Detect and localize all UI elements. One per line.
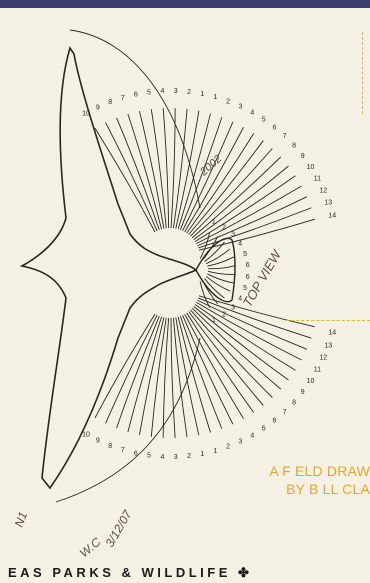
feather-number: 6	[246, 262, 250, 269]
feather-line	[117, 316, 160, 428]
feather-number: 6	[134, 92, 138, 99]
feather-number: 2	[226, 444, 230, 451]
feather-line	[151, 318, 166, 437]
feather-line	[151, 109, 166, 228]
feather-line	[128, 317, 162, 432]
feather-line	[187, 134, 254, 234]
feather-number: 4	[160, 88, 164, 95]
feather-line	[95, 128, 155, 232]
feather-line	[208, 271, 236, 274]
feather-number: 9	[96, 438, 100, 445]
feather-line	[163, 108, 168, 228]
feather-number: 8	[292, 143, 296, 150]
feather-number: 5	[147, 89, 151, 96]
feather-number: 1	[200, 451, 204, 458]
feather-number: 1	[212, 219, 216, 226]
tail-outline	[196, 238, 235, 301]
feather-number: 7	[283, 133, 287, 140]
feather-number: 2	[226, 98, 230, 105]
feather-number: 6	[246, 274, 250, 281]
feather-number: 4	[160, 454, 164, 461]
feather-number: 14	[328, 213, 336, 220]
lower-guide-curve	[56, 338, 200, 502]
feather-line	[195, 304, 295, 370]
feather-line	[106, 315, 158, 423]
publication-footer: EAS PARKS & WILDLIFE ✤	[0, 563, 370, 583]
feather-number: 7	[283, 409, 287, 416]
feather-number: 4	[250, 110, 254, 117]
feather-number: 10	[307, 164, 315, 171]
feather-line	[208, 266, 236, 269]
feather-number: 6	[273, 125, 277, 132]
caption-line-2: BY B LL CLA	[230, 480, 370, 498]
feather-number: 9	[301, 389, 305, 396]
feather-line	[171, 108, 175, 228]
feather-line	[199, 219, 315, 250]
feather-number: 5	[262, 117, 266, 124]
feather-line	[190, 148, 272, 236]
feather-number: 6	[273, 418, 277, 425]
feather-number: 11	[314, 367, 321, 374]
feather-number: 4	[250, 432, 254, 439]
feather-number: 3	[174, 454, 178, 461]
feather-number: 12	[319, 355, 327, 362]
annotation-initials: W.C	[77, 535, 104, 561]
feather-number: 3	[238, 439, 242, 446]
feather-number: 7	[121, 95, 125, 102]
feather-number: 8	[108, 443, 112, 450]
feather-line	[171, 318, 175, 438]
top-border-bar	[0, 0, 370, 8]
bird-outline	[22, 48, 196, 488]
feather-number: 3	[174, 88, 178, 95]
feather-number: 8	[108, 99, 112, 106]
feather-line	[192, 308, 281, 389]
feather-line	[180, 316, 221, 429]
feather-line	[173, 318, 187, 437]
guide-line-mid	[286, 320, 370, 321]
feather-number: 4	[238, 241, 242, 248]
feather-number: 5	[147, 453, 151, 460]
feather-number: 13	[324, 342, 332, 349]
feather-line	[196, 186, 301, 244]
feather-line	[128, 114, 162, 229]
lower-wing-feathers	[95, 296, 315, 438]
feather-number: 14	[328, 330, 336, 337]
annotation-side-note: N1	[12, 510, 30, 529]
feather-number: 1	[213, 448, 217, 455]
feather-number: 5	[262, 425, 266, 432]
feather-number: 3	[231, 232, 235, 239]
feather-number: 2	[222, 224, 226, 231]
feather-number: 9	[301, 153, 305, 160]
feather-line	[207, 274, 233, 283]
feather-number: 2	[187, 453, 191, 460]
feather-number: 1	[213, 94, 217, 101]
feather-number: 2	[222, 312, 226, 319]
feather-number: 11	[314, 175, 321, 182]
feather-number: 8	[292, 399, 296, 406]
feather-number: 5	[243, 251, 247, 258]
feather-line	[106, 123, 158, 231]
feather-number: 10	[307, 378, 315, 385]
guide-line-top	[362, 32, 363, 114]
feather-line	[194, 306, 289, 380]
annotation-date-note: 3/12/07	[102, 507, 135, 550]
feather-number: 10	[82, 111, 90, 118]
feather-number: 9	[96, 104, 100, 111]
feather-number: 10	[82, 432, 90, 439]
feather-number: 1	[212, 317, 216, 324]
feather-number: 12	[319, 187, 327, 194]
drawing-caption: A F ELD DRAW BY B LL CLA	[230, 462, 370, 498]
tail-feathers	[200, 232, 236, 307]
feather-number: 3	[231, 305, 235, 312]
feather-number: 13	[324, 200, 332, 207]
feather-number: 1	[200, 91, 204, 98]
feather-number: 7	[121, 447, 125, 454]
feather-number: 3	[238, 104, 242, 111]
caption-line-1: A F ELD DRAW	[230, 462, 370, 480]
feather-line	[196, 302, 301, 360]
feather-number: 2	[187, 89, 191, 96]
